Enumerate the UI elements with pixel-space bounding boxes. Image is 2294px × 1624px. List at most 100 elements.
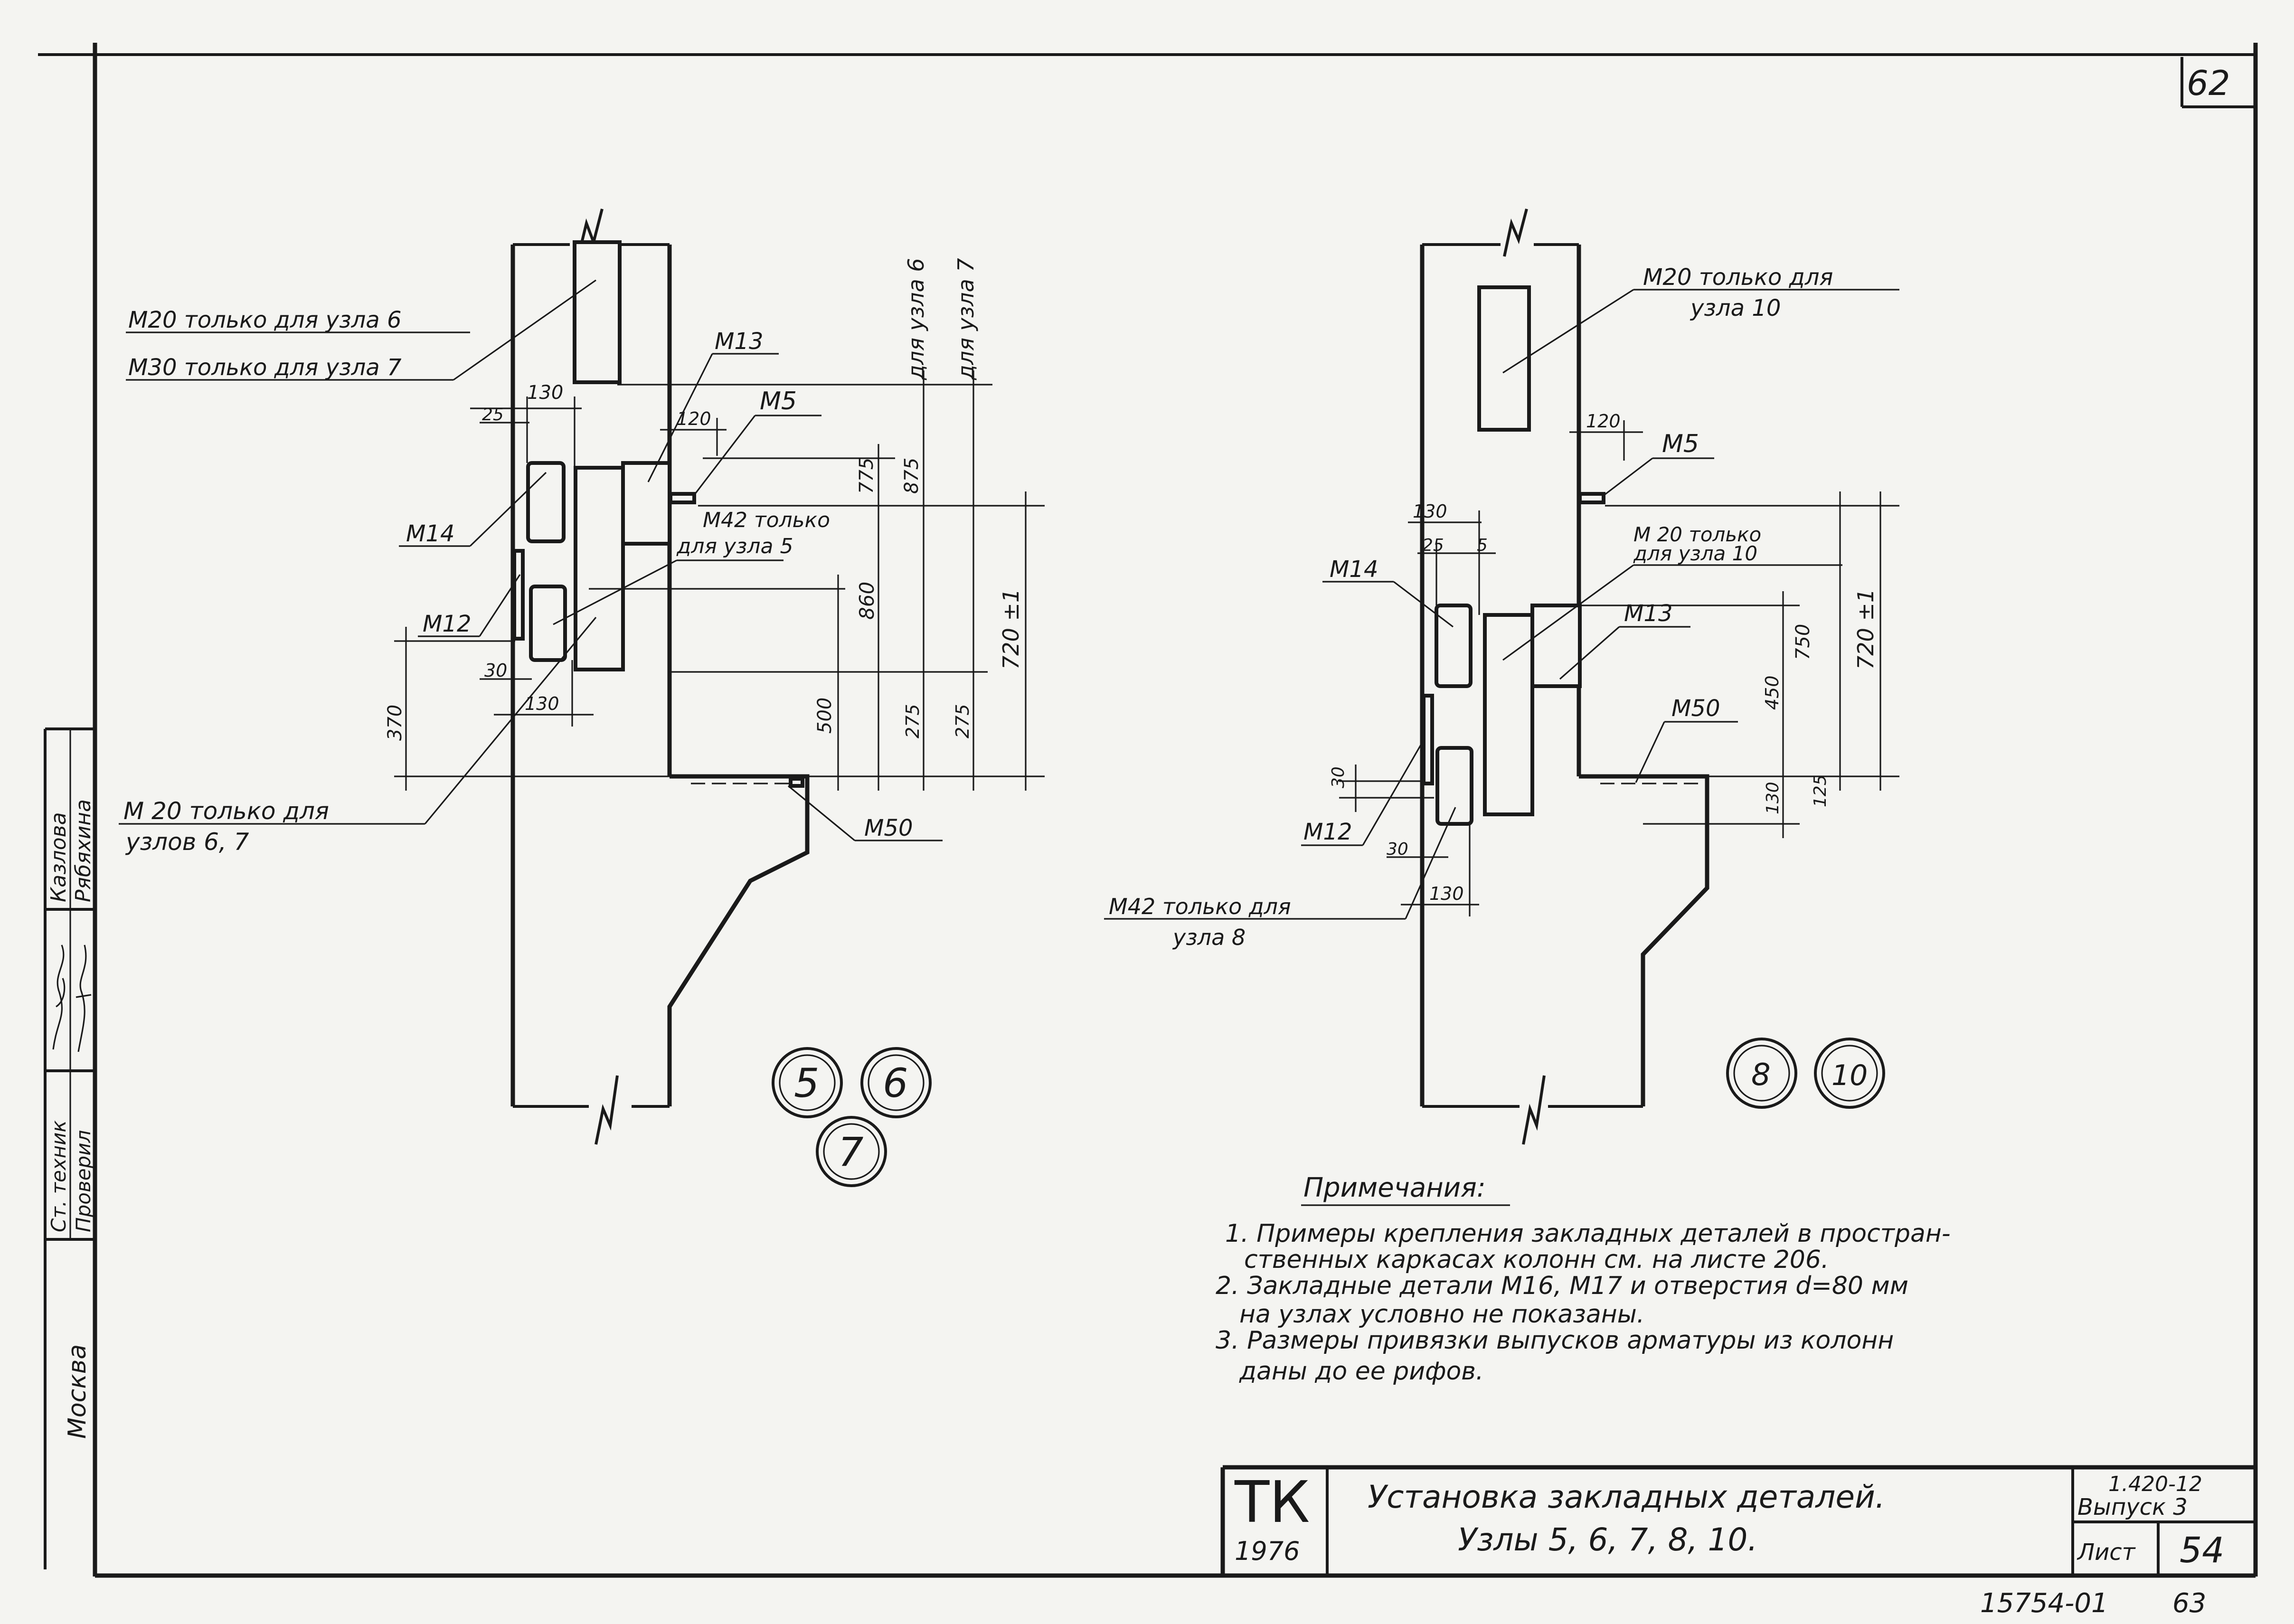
callout-m14-a: М14 — [406, 520, 455, 547]
part-m20-main-a — [574, 466, 625, 671]
callouts-a: М20 только для узла 6 М30 только для узл… — [119, 258, 979, 856]
callout-m14-b: М14 — [1330, 556, 1378, 583]
node-group-b: М20 только для узла 10 М5 М 20 только дл… — [1104, 208, 1899, 1145]
part-m42-a — [529, 585, 567, 662]
dim-370-a: 370 — [384, 705, 406, 741]
part-m20-top-a — [573, 240, 622, 384]
title-year: 1976 — [1235, 1536, 1300, 1566]
handwritten-signature — [52, 944, 92, 1052]
dim-275-a2: 275 — [952, 704, 973, 738]
note-line-5: 3. Размеры привязки выпусков арматуры из… — [1216, 1326, 1894, 1355]
dim-450-b: 450 — [1762, 675, 1783, 710]
part-m13-a — [621, 461, 671, 546]
dimensions-a: 130 25 120 775 875 860 720 ±1 500 275 — [384, 370, 1045, 791]
part-m20-top-b — [1477, 285, 1531, 432]
callout-m42-node8-l2: узла 8 — [1172, 925, 1246, 950]
part-m12-a — [512, 549, 525, 641]
title-series: 1.420-12 — [2108, 1472, 2202, 1496]
dim-130-b3: 130 — [1429, 883, 1464, 904]
callout-m12-a: М12 — [423, 611, 472, 637]
dim-25-a: 25 — [482, 405, 504, 425]
callout-m5-b: М5 — [1662, 430, 1699, 458]
dim-130-a2: 130 — [525, 693, 559, 714]
title-line-2: Узлы 5, 6, 7, 8, 10. — [1458, 1521, 1757, 1558]
callouts-b: М20 только для узла 10 М5 М 20 только дл… — [1104, 264, 1899, 950]
part-m5-b — [1578, 492, 1605, 504]
bubble-node-7: 7 — [838, 1129, 863, 1175]
callout-m42-node5-l2: для узла 5 — [676, 534, 793, 558]
callout-m13-b: М13 — [1624, 600, 1673, 627]
title-sheet-label: Лист — [2077, 1539, 2136, 1566]
dim-775-a: 775 — [856, 458, 878, 494]
dim-720-b: 720 ±1 — [1853, 589, 1879, 670]
bubble-node-10: 10 — [1831, 1059, 1868, 1092]
callout-m42-node5-l1: М42 только — [703, 508, 830, 532]
callout-m12-b: М12 — [1303, 819, 1352, 845]
callout-m20-node10b-l2: для узла 10 — [1633, 542, 1757, 565]
title-sheet-number: 54 — [2180, 1530, 2224, 1571]
label-for-node6: для узла 6 — [903, 258, 929, 380]
bubble-node-8: 8 — [1751, 1057, 1771, 1093]
left-stamp-column: Казлова Рябяхина Ст. техник Проверил Мос… — [44, 727, 95, 1569]
bubble-node-6: 6 — [883, 1060, 908, 1106]
part-m13-b — [1530, 604, 1582, 688]
callout-m42-node8-l1: М42 только для — [1109, 894, 1291, 919]
dim-720-a: 720 ±1 — [998, 589, 1024, 670]
dim-120-a: 120 — [677, 408, 711, 429]
part-m14-b — [1435, 604, 1473, 688]
callout-m20-nodes67-l2: узлов 6, 7 — [125, 828, 249, 856]
notes-block: Примечания: 1. Примеры крепления закладн… — [1216, 1172, 1951, 1386]
note-line-1: 1. Примеры крепления закладных деталей в… — [1225, 1219, 1951, 1248]
part-m5-a — [669, 492, 696, 504]
callout-m30-node7: М30 только для узла 7 — [128, 354, 402, 381]
dim-30-a: 30 — [484, 660, 507, 681]
dim-130-a: 130 — [527, 382, 563, 404]
stamp-city: Москва — [63, 1344, 92, 1439]
sheet-number: 62 — [2187, 63, 2230, 103]
note-line-3: 2. Закладные детали М16, М17 и отверстия… — [1216, 1272, 1908, 1300]
dim-500-a: 500 — [814, 698, 836, 734]
dimensions-b: 120 130 25 5 750 720 ±1 450 130 125 30 — [1329, 411, 1899, 916]
callout-m20-node6: М20 только для узла 6 — [128, 307, 401, 333]
callout-m20-node10-l1: М20 только для — [1643, 264, 1833, 291]
archive-page: 63 — [2172, 1588, 2206, 1619]
part-m12-b — [1422, 694, 1434, 785]
stamp-name-2: Рябяхина — [71, 799, 95, 902]
title-org: ТК — [1234, 1470, 1310, 1536]
dim-120-b: 120 — [1586, 411, 1621, 432]
part-m14-a — [526, 461, 566, 543]
dim-875-a: 875 — [901, 458, 923, 494]
dim-130-b: 130 — [1413, 501, 1447, 522]
callout-m20-node10-l2: узла 10 — [1690, 295, 1781, 321]
note-line-6: даны до ее рифов. — [1239, 1357, 1483, 1386]
callout-m50-b: М50 — [1671, 695, 1720, 722]
archive-number: 15754-01 — [1980, 1588, 2108, 1619]
node-bubbles-a: 5 6 7 — [772, 1047, 932, 1187]
dim-860-a: 860 — [855, 582, 878, 620]
node-bubbles-b: 8 10 — [1726, 1038, 1885, 1109]
note-line-2: ственных каркасах колонн см. на листе 20… — [1244, 1246, 1829, 1274]
label-for-node7: для узла 7 — [953, 258, 979, 380]
callout-m20-nodes67-l1: М 20 только для — [123, 797, 329, 825]
bubble-node-5: 5 — [794, 1060, 819, 1106]
part-m42-b — [1435, 746, 1473, 826]
dim-30-b1: 30 — [1329, 766, 1348, 788]
stamp-role-2: Проверил — [72, 1130, 95, 1232]
stamp-name-1: Казлова — [47, 812, 71, 902]
callout-m5-a: М5 — [760, 387, 797, 415]
notes-heading: Примечания: — [1303, 1172, 1486, 1203]
sheet-frame: 62 — [38, 43, 2258, 1578]
note-line-4: на узлах условно не показаны. — [1239, 1300, 1644, 1329]
title-line-1: Установка закладных деталей. — [1368, 1479, 1885, 1515]
dim-130-b2: 130 — [1763, 782, 1783, 814]
title-issue: Выпуск 3 — [2077, 1494, 2188, 1520]
dim-5-b: 5 — [1477, 536, 1488, 555]
dim-30-b2: 30 — [1387, 840, 1408, 859]
dim-125-b: 125 — [1811, 774, 1830, 807]
dim-25-b: 25 — [1422, 536, 1444, 555]
title-block: ТК 1976 Установка закладных деталей. Узл… — [1220, 1465, 2256, 1576]
callout-m13-a: М13 — [715, 328, 764, 355]
stamp-role-1: Ст. техник — [47, 1120, 70, 1232]
callout-m20-node10b-l1: М 20 только — [1633, 523, 1761, 546]
